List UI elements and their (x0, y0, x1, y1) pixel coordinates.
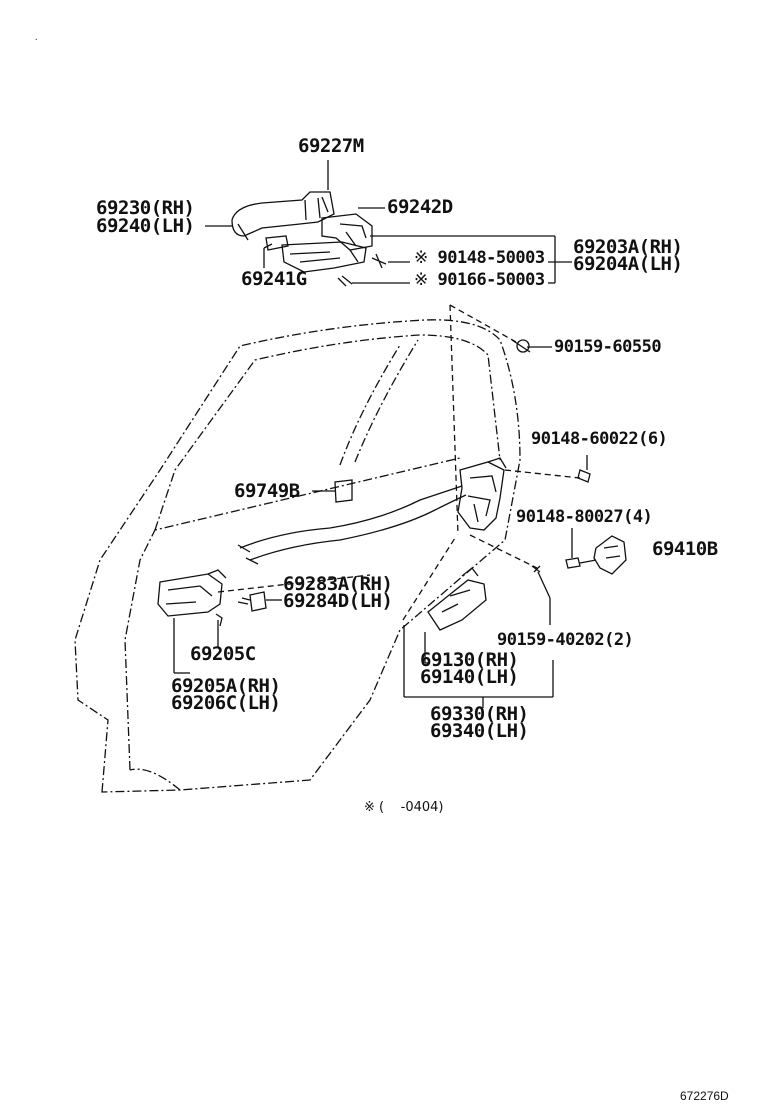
inside-handle (157, 573, 223, 617)
label-90148-60022: 90148-60022(6) (531, 429, 668, 449)
window-sash-2 (354, 339, 419, 463)
label-90159-40202: 90159-40202(2) (497, 630, 634, 650)
handle-pad (265, 235, 289, 251)
label-69241G: 69241G (241, 268, 307, 290)
illustration-code: 672276D (680, 1089, 729, 1103)
label-90148-80027: 90148-80027(4) (516, 507, 653, 527)
svg-text:.: . (35, 32, 38, 43)
outside-handle-frame (427, 579, 487, 631)
footnote: ※ ( -0404) (364, 800, 444, 815)
beltline (129, 768, 181, 791)
label-69242D: 69242D (387, 196, 453, 218)
handle-cover (321, 213, 373, 251)
outside-handle (231, 191, 335, 237)
label-69340-lh: 69340(LH) (430, 720, 529, 742)
control-cable-1 (239, 485, 463, 549)
door-inner-line (124, 457, 461, 771)
label-69284D-lh: 69284D(LH) (283, 590, 393, 612)
mark-symbol: ※ (414, 270, 428, 290)
label-90166-50003: ※ 90166-50003 (414, 271, 545, 289)
label-69206C-lh: 69206C(LH) (171, 692, 281, 714)
label-69749B: 69749B (234, 480, 300, 502)
window-sash (339, 344, 401, 466)
control-cable-2 (249, 494, 467, 561)
handle-frame (281, 241, 367, 273)
door-lock-body (457, 461, 505, 531)
rod-connector (249, 591, 267, 612)
label-69203A-rh: 69203A(RH) (573, 236, 683, 258)
label-69283A-rh: 69283A(RH) (283, 573, 393, 595)
label-69130-rh: 69130(RH) (420, 649, 519, 671)
label-90148-50003: ※ 90148-50003 (414, 249, 545, 267)
label-69204A-lh: 69204A(LH) (573, 253, 683, 275)
door-outline (74, 319, 521, 793)
label-90159-60550: 90159-60550 (554, 337, 662, 357)
label-69230-rh: 69230(RH) (96, 197, 195, 219)
label-69410B: 69410B (652, 538, 718, 560)
label-69205A-rh: 69205A(RH) (171, 675, 281, 697)
window-frame-inner (154, 334, 501, 531)
mark-symbol: ※ (414, 248, 428, 268)
label-69140-lh: 69140(LH) (420, 666, 519, 688)
label-69227M: 69227M (298, 135, 364, 157)
label-69330-rh: 69330(RH) (430, 703, 529, 725)
label-69205C: 69205C (190, 643, 256, 665)
label-69240-lh: 69240(LH) (96, 215, 195, 237)
door-lock-striker (593, 535, 627, 575)
label-90148-50003-number: 90148-50003 (437, 248, 546, 268)
label-90166-50003-number: 90166-50003 (437, 270, 546, 290)
